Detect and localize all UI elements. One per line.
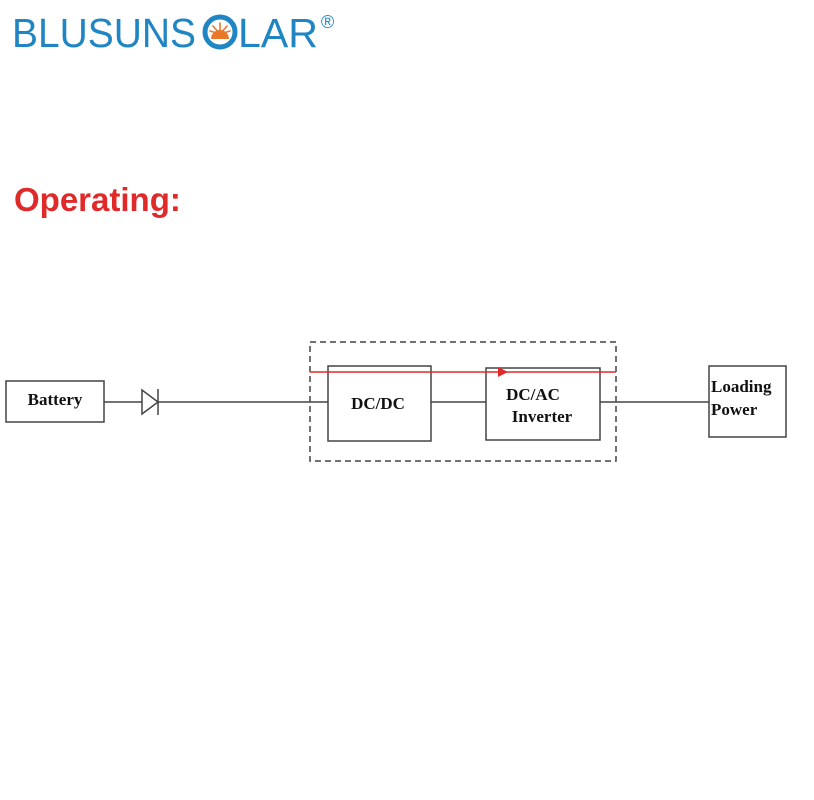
load-label-line1: Loading bbox=[711, 377, 772, 396]
sun-icon: O bbox=[202, 14, 238, 50]
battery-label: Battery bbox=[28, 390, 83, 409]
flow-arrow-icon bbox=[498, 367, 508, 377]
loading-power-box: Loading Power bbox=[708, 365, 787, 438]
dcac-label-line1: DC/AC bbox=[506, 385, 560, 404]
logo-prefix: BLUSUNS bbox=[12, 10, 196, 56]
dcac-label-line2: Inverter bbox=[512, 407, 573, 426]
registered-mark: ® bbox=[321, 12, 334, 32]
dcdc-label: DC/DC bbox=[351, 394, 405, 413]
brand-logo: BLUSUNS O LAR ® bbox=[12, 8, 342, 56]
diode-icon bbox=[141, 388, 160, 416]
battery-box: Battery bbox=[5, 380, 105, 423]
load-label-line2: Power bbox=[711, 400, 758, 419]
dcac-inverter-box: DC/AC Inverter bbox=[485, 367, 601, 441]
block-diagram: Battery DC/DC DC/AC Inverter Loading Pow… bbox=[5, 341, 787, 462]
page-heading: Operating: bbox=[14, 181, 181, 218]
dcdc-box: DC/DC bbox=[327, 365, 432, 442]
logo-wordmark: BLUSUNS O LAR ® bbox=[12, 10, 334, 56]
logo-suffix: LAR bbox=[238, 10, 318, 56]
